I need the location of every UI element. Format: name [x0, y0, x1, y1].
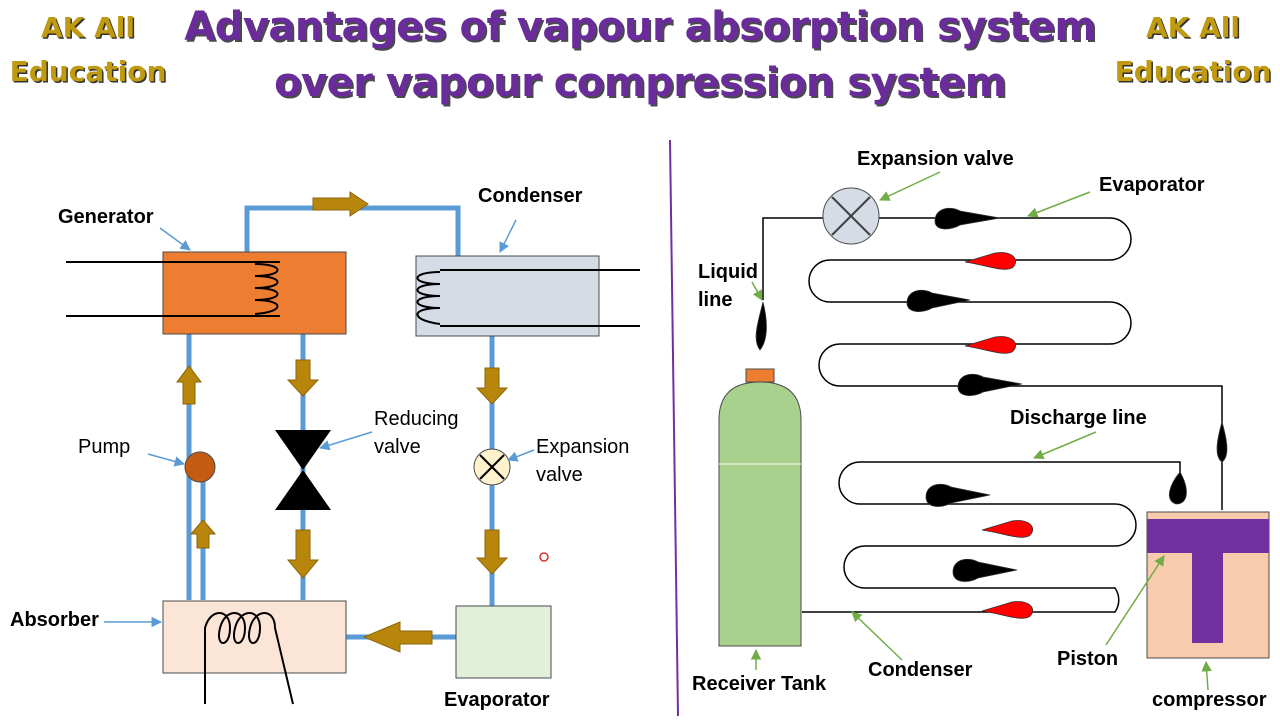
black-droplet-icon: [925, 483, 991, 507]
section-divider: [669, 139, 679, 717]
generator-box: [162, 251, 347, 335]
flow-arrow-up-icon: [189, 519, 217, 549]
black-droplet-icon: [934, 207, 1001, 230]
generator-coil: [66, 261, 280, 317]
absorption-expansion-valve-icon: [473, 448, 511, 486]
cursor-marker: [539, 552, 549, 562]
slide-title-line2: over vapour compression system: [274, 60, 1006, 106]
red-droplet-icon: [964, 336, 1016, 354]
absorption-evaporator-label: Evaporator: [444, 689, 550, 711]
condenser-coil: [416, 269, 640, 327]
absorber-coil: [204, 612, 294, 705]
piston-rod: [1192, 553, 1223, 643]
liquid-line-label-line1: Liquid: [698, 261, 758, 283]
red-droplet-icon: [981, 520, 1033, 538]
flow-arrows: [176, 191, 509, 653]
reducing-valve-label-line1: Reducing: [374, 408, 459, 430]
flow-arrow-down-icon: [286, 529, 320, 579]
evaporator-coil: [762, 217, 1223, 510]
condenser-box: [415, 255, 600, 337]
absorption-expansion-valve-label-line2: valve: [536, 464, 583, 486]
absorption-system-diagram: Generator Condenser Pump Reducing valve …: [10, 185, 640, 711]
condenser-coil: [802, 461, 1181, 613]
reducing-valve-label-line2: valve: [374, 436, 421, 458]
black-droplet-icon: [906, 289, 971, 312]
condenser-label: Condenser: [868, 659, 973, 681]
pump-icon: [184, 451, 216, 483]
reducing-valve-icon: [275, 430, 331, 510]
pump-label: Pump: [78, 436, 130, 458]
red-droplet-icon: [981, 601, 1033, 619]
brand-left-line2: Education: [9, 55, 167, 88]
liquid-line-label-line2: line: [698, 289, 732, 311]
black-droplet-icon: [755, 301, 767, 351]
flow-arrow-down-icon: [475, 529, 509, 575]
evaporator-label: Evaporator: [1099, 174, 1205, 196]
piston-label: Piston: [1057, 648, 1118, 670]
flow-arrow-down-icon: [286, 359, 320, 397]
black-droplet-icon: [1168, 471, 1187, 505]
absorption-evaporator-box: [455, 605, 552, 679]
flow-arrow-right-icon: [312, 191, 369, 217]
brand-logo-left: AK All Education: [8, 6, 168, 94]
brand-right-line2: Education: [1114, 55, 1272, 88]
compression-system-diagram: Expansion valve Evaporator Liquid line D…: [692, 148, 1270, 711]
slide-title-line1: Advantages of vapour absorption system: [184, 4, 1096, 50]
receiver-tank-label: Receiver Tank: [692, 673, 827, 695]
flow-arrow-left-icon: [362, 621, 433, 653]
black-droplet-icon: [1216, 420, 1228, 463]
condenser-label: Condenser: [478, 185, 583, 207]
compression-pointer-lines: [750, 171, 1212, 691]
flow-arrow-down-icon: [475, 367, 509, 405]
absorber-label: Absorber: [10, 609, 99, 631]
black-droplet-icon: [952, 558, 1018, 582]
brand-logo-right: AK All Education: [1112, 6, 1274, 94]
brand-right-line1: AK All: [1146, 11, 1240, 44]
refrigerant-flow-markers: [755, 207, 1228, 619]
piston-head: [1147, 519, 1269, 553]
expansion-valve-icon: [822, 187, 880, 245]
absorption-pointer-lines: [104, 219, 535, 628]
generator-label: Generator: [58, 206, 154, 228]
absorber-box: [162, 600, 347, 674]
receiver-tank-cap: [745, 368, 775, 383]
flow-arrow-up-icon: [176, 365, 202, 405]
expansion-valve-label: Expansion valve: [857, 148, 1014, 170]
red-droplet-icon: [964, 252, 1016, 270]
absorption-expansion-valve-label-line1: Expansion: [536, 436, 629, 458]
compressor-label: compressor: [1152, 689, 1267, 711]
black-droplet-icon: [957, 373, 1023, 396]
receiver-tank: [718, 381, 802, 647]
discharge-line-label: Discharge line: [1010, 407, 1147, 429]
brand-left-line1: AK All: [41, 11, 135, 44]
